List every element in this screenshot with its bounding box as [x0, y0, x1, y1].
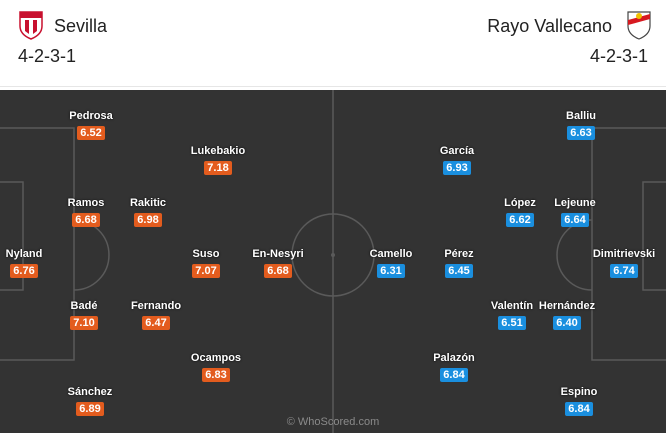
- player-name: López: [504, 197, 536, 209]
- player-name: Nyland: [5, 248, 43, 260]
- player-rating-badge: 6.68: [264, 264, 292, 278]
- watermark: © WhoScored.com: [286, 416, 380, 428]
- home-player[interactable]: Ramos 6.68: [26, 197, 146, 228]
- away-player[interactable]: Pérez 6.45: [399, 248, 519, 279]
- player-rating-badge: 7.18: [204, 161, 232, 175]
- player-name: Fernando: [130, 300, 182, 312]
- player-name: Ocampos: [190, 352, 242, 364]
- rayo-vallecano-crest-icon: [627, 11, 651, 40]
- player-rating-badge: 6.76: [10, 264, 38, 278]
- player-name: Ramos: [67, 197, 105, 209]
- home-formation: 4-2-3-1: [18, 46, 77, 66]
- player-name: Badé: [70, 300, 98, 312]
- player-rating-badge: 6.89: [76, 402, 104, 416]
- player-rating-badge: 7.07: [192, 264, 220, 278]
- player-rating-badge: 7.10: [70, 316, 98, 330]
- header-divider: [0, 86, 666, 87]
- home-player[interactable]: Rakitic 6.98: [88, 197, 208, 228]
- player-rating-badge: 6.93: [443, 161, 471, 175]
- player-rating-badge: 6.84: [440, 368, 468, 382]
- home-player[interactable]: Ocampos 6.83: [156, 352, 276, 383]
- away-player[interactable]: Espino 6.84: [519, 386, 639, 417]
- sevilla-crest-icon: [19, 11, 43, 40]
- pitch: Pedrosa 6.52 Lukebakio 7.18 Ramos 6.68 R…: [0, 90, 666, 433]
- player-rating-badge: 6.31: [377, 264, 405, 278]
- home-player[interactable]: Lukebakio 7.18: [158, 145, 278, 176]
- player-rating-badge: 6.62: [506, 213, 534, 227]
- player-name: Espino: [560, 386, 598, 398]
- player-name: Balliu: [566, 110, 596, 122]
- player-rating-badge: 6.74: [610, 264, 638, 278]
- player-name: Camello: [369, 248, 413, 260]
- player-rating-badge: 6.84: [565, 402, 593, 416]
- player-name: Valentín: [490, 300, 534, 312]
- player-name: Pedrosa: [69, 110, 113, 122]
- player-name: Pérez: [444, 248, 474, 260]
- player-name: Sánchez: [67, 386, 113, 398]
- away-player[interactable]: Lejeune 6.64: [515, 197, 635, 228]
- player-rating-badge: 6.52: [77, 126, 105, 140]
- home-player[interactable]: Badé 7.10: [24, 300, 144, 331]
- player-rating-badge: 6.64: [561, 213, 589, 227]
- home-team-name[interactable]: Sevilla: [54, 16, 108, 36]
- player-name: Hernández: [538, 300, 596, 312]
- away-player[interactable]: Hernández 6.40: [507, 300, 627, 331]
- home-player[interactable]: Sánchez 6.89: [30, 386, 150, 417]
- player-rating-badge: 6.51: [498, 316, 526, 330]
- player-rating-badge: 6.63: [567, 126, 595, 140]
- home-player[interactable]: Pedrosa 6.52: [31, 110, 151, 141]
- away-player[interactable]: Valentín 6.51: [452, 300, 572, 331]
- home-player[interactable]: Nyland 6.76: [0, 248, 84, 279]
- player-rating-badge: 6.68: [72, 213, 100, 227]
- player-name: Lejeune: [554, 197, 596, 209]
- player-rating-badge: 6.40: [553, 316, 581, 330]
- player-name: Dimitrievski: [592, 248, 656, 260]
- away-player[interactable]: García 6.93: [397, 145, 517, 176]
- away-player[interactable]: López 6.62: [460, 197, 580, 228]
- away-team-name[interactable]: Rayo Vallecano: [487, 16, 612, 36]
- player-rating-badge: 6.47: [142, 316, 170, 330]
- match-header: Sevilla 4-2-3-1 Rayo Vallecano 4-2-3-1: [0, 0, 666, 88]
- away-player[interactable]: Camello 6.31: [331, 248, 451, 279]
- home-player[interactable]: En-Nesyri 6.68: [218, 248, 338, 279]
- player-name: Palazón: [433, 352, 475, 364]
- home-player[interactable]: Fernando 6.47: [96, 300, 216, 331]
- player-name: García: [439, 145, 475, 157]
- away-player[interactable]: Dimitrievski 6.74: [564, 248, 666, 279]
- away-player[interactable]: Balliu 6.63: [521, 110, 641, 141]
- player-name: En-Nesyri: [252, 248, 304, 260]
- player-rating-badge: 6.45: [445, 264, 473, 278]
- player-name: Lukebakio: [190, 145, 246, 157]
- player-name: Rakitic: [129, 197, 167, 209]
- away-formation: 4-2-3-1: [589, 46, 648, 66]
- away-player[interactable]: Palazón 6.84: [394, 352, 514, 383]
- player-rating-badge: 6.98: [134, 213, 162, 227]
- player-name: Suso: [192, 248, 220, 260]
- home-player[interactable]: Suso 7.07: [146, 248, 266, 279]
- player-rating-badge: 6.83: [202, 368, 230, 382]
